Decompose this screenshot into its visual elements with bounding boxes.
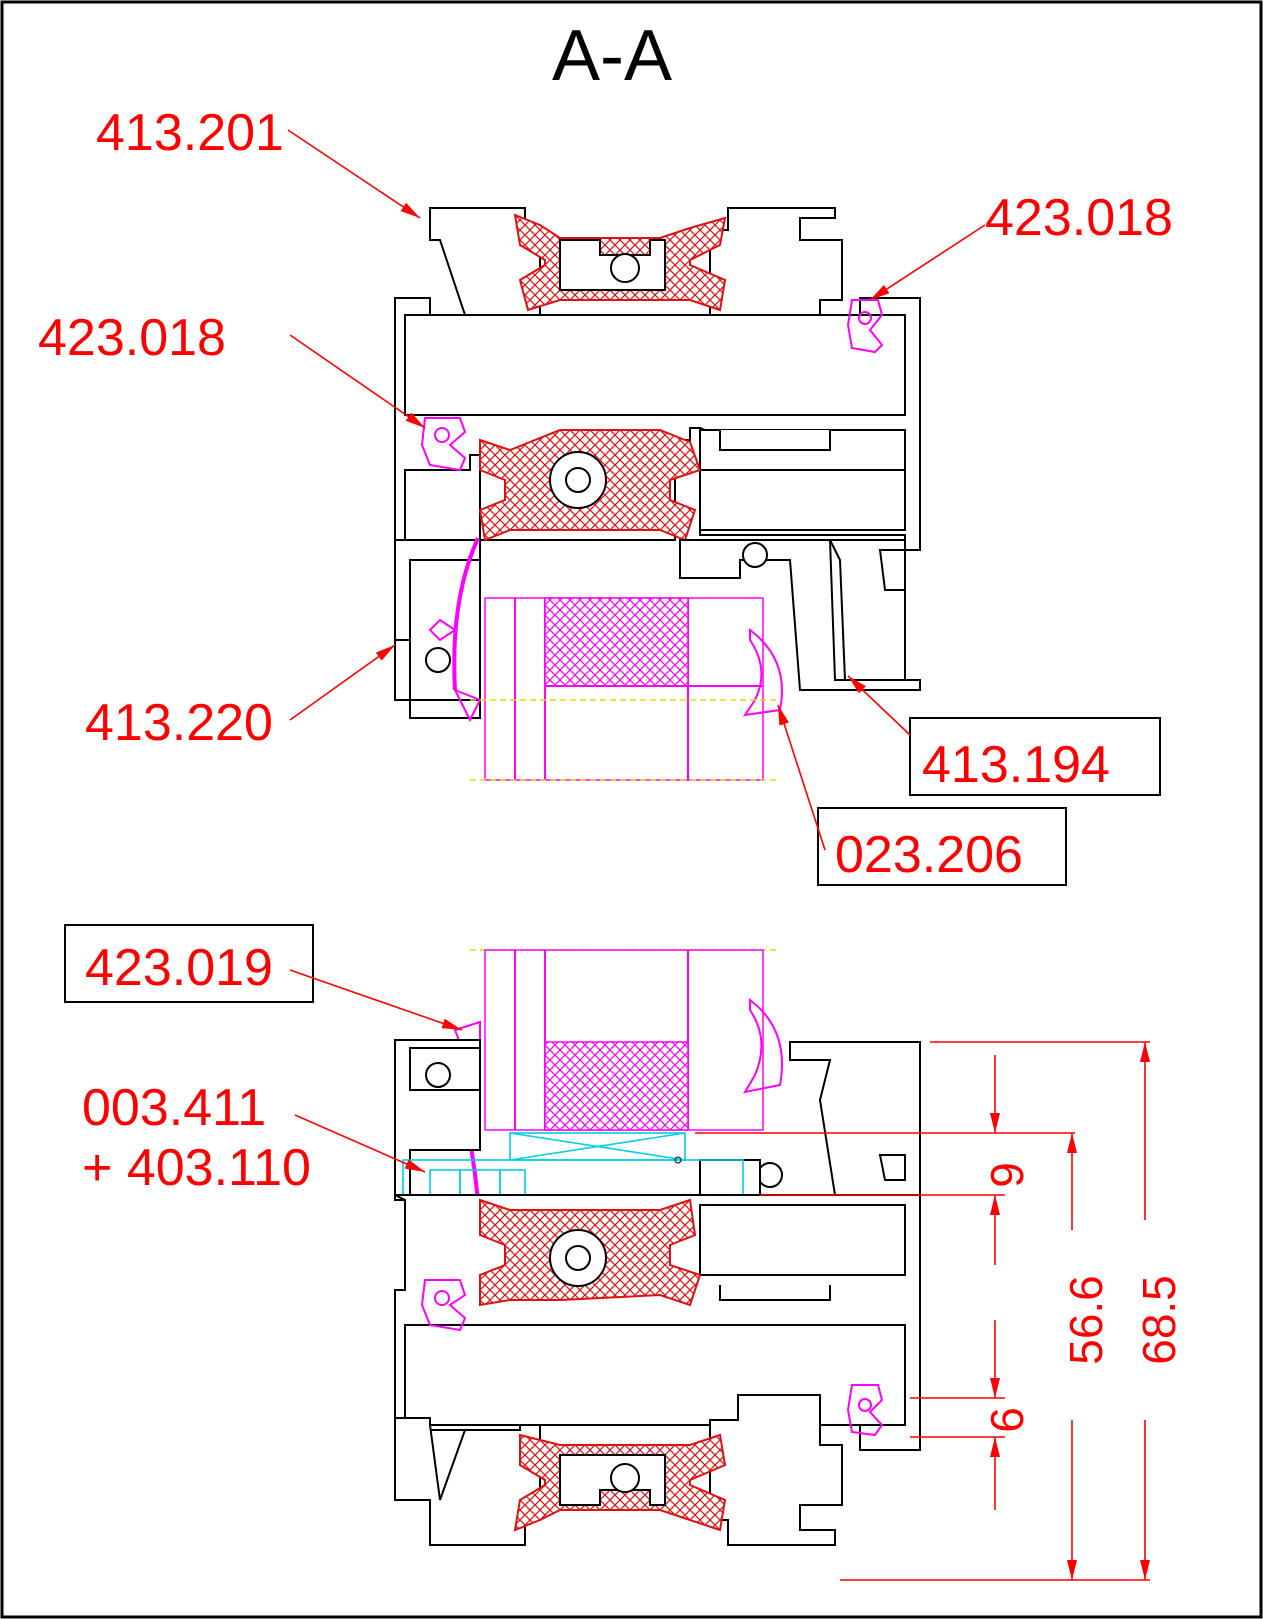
label-003-411-plus-403-110: 003.411 + 403.110 [82, 1079, 426, 1197]
label-423-019: 423.019 [64, 924, 463, 1031]
gasket-423-018-left [420, 417, 467, 472]
gasket-423-018-right [846, 299, 884, 354]
svg-text:413.201: 413.201 [96, 104, 284, 162]
top-frame-profile [394, 207, 921, 551]
dimension-9: 9 [981, 1162, 1033, 1188]
label-023-206: 023.206 [777, 704, 1067, 886]
dimension-68-5: 68.5 [1133, 1275, 1185, 1365]
svg-text:413.194: 413.194 [922, 736, 1110, 794]
svg-text:+ 403.110: + 403.110 [82, 1139, 311, 1197]
bottom-glazing-unit [428, 699, 783, 1201]
dimension-lines [695, 1041, 1150, 1581]
dimension-56-6: 56.6 [1060, 1275, 1112, 1365]
label-413-201: 413.201 [96, 104, 421, 219]
gasket-bottom-left [420, 1279, 467, 1332]
section-title: A-A [552, 16, 672, 96]
svg-text:023.206: 023.206 [835, 826, 1023, 884]
bottom-sash-profile [394, 1039, 921, 1201]
label-413-220: 413.220 [85, 644, 396, 752]
svg-text:423.019: 423.019 [85, 939, 273, 997]
top-glazing-unit [428, 537, 783, 781]
svg-text:423.018: 423.018 [38, 309, 226, 367]
svg-text:423.018: 423.018 [985, 189, 1173, 247]
label-423-018-left: 423.018 [38, 309, 426, 429]
label-413-194: 413.194 [847, 675, 1161, 796]
gasket-bottom-right [846, 1384, 884, 1437]
svg-text:413.220: 413.220 [85, 694, 273, 752]
label-423-018-right: 423.018 [869, 189, 1173, 301]
svg-text:003.411: 003.411 [82, 1079, 266, 1137]
bottom-frame-profile [394, 1194, 921, 1546]
dimension-6: 6 [981, 1407, 1033, 1433]
